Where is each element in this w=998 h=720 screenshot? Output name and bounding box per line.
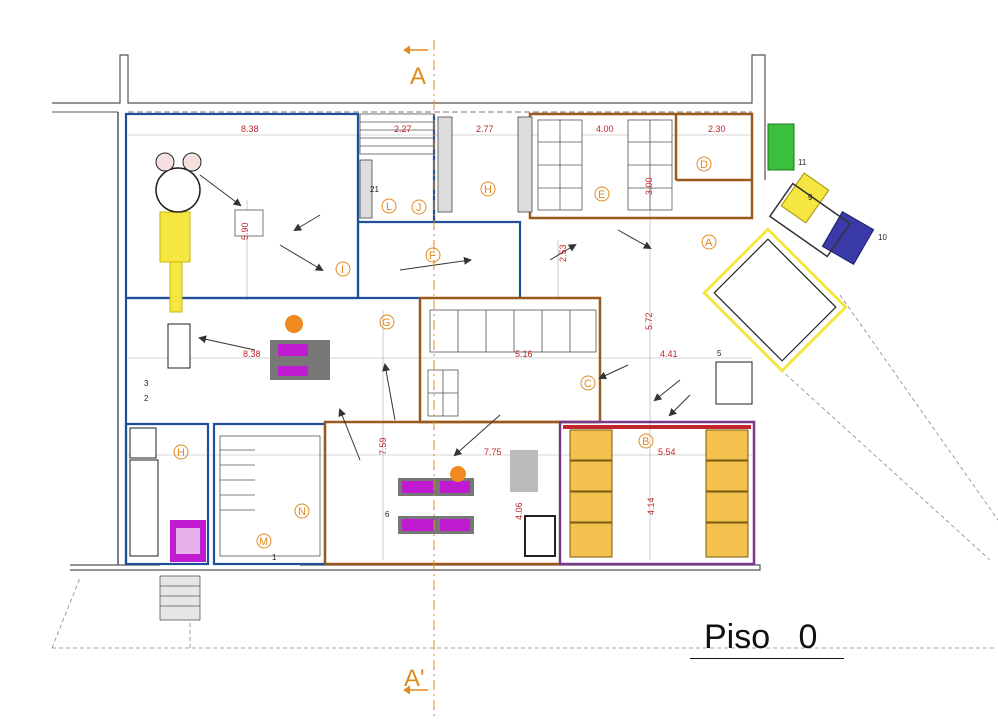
flow-arrows	[198, 174, 691, 461]
stairs	[159, 113, 435, 621]
dimension-label: 7.75	[484, 447, 502, 457]
dimension-labels: 8.38 2.27 2.77 4.00 2.30 5.90 3.00 2.53 …	[240, 124, 726, 520]
dimension-label: 4.06	[514, 502, 524, 520]
equipment-number: 3	[144, 379, 149, 388]
equipment-number: 6	[385, 510, 390, 519]
zone-label-d: D	[700, 159, 708, 171]
dimension-label: 4.41	[660, 349, 678, 359]
dimension-label: 2.77	[476, 124, 494, 134]
zone-label-n: N	[298, 506, 306, 518]
zone-label-b: B	[642, 436, 649, 448]
pallet-racks	[569, 429, 749, 558]
equipment-number: 2	[144, 394, 149, 403]
floor-title: Piso 0	[704, 618, 817, 657]
dimension-label: 5.16	[515, 349, 533, 359]
zone-label-a: A	[705, 237, 713, 249]
dimension-label: 7.59	[378, 437, 388, 455]
equipment-number: 1	[272, 553, 277, 562]
green-unit	[767, 123, 795, 171]
dimension-label: 3.00	[644, 177, 654, 195]
equipment-numbers: 1 2 3 5 6 9 10 11 21	[144, 158, 887, 562]
zone-label-e: E	[598, 189, 605, 201]
zone-label-h2: H	[177, 447, 185, 459]
zone-label-l: L	[386, 201, 392, 213]
workstations	[129, 315, 753, 562]
dimension-label: 5.72	[644, 312, 654, 330]
floor-title-label: Piso	[704, 618, 771, 656]
dimension-label: 5.54	[658, 447, 676, 457]
wall-racks	[359, 116, 533, 219]
equipment-number: 9	[808, 193, 813, 202]
dimension-label: 8.38	[241, 124, 259, 134]
equipment-number: 21	[370, 185, 379, 194]
floor-number: 0	[798, 618, 818, 656]
equipment-number: 11	[798, 158, 807, 167]
zone-label-c: C	[584, 378, 592, 390]
cold-room	[558, 420, 756, 566]
blue-unit	[821, 210, 875, 266]
yellow-machine	[155, 152, 202, 313]
section-line	[403, 40, 435, 720]
dimension-label: 5.90	[240, 222, 250, 240]
section-mark-bottom: A'	[404, 665, 425, 692]
dark-frame	[768, 182, 852, 258]
yellow-unit	[780, 172, 830, 224]
zone-label-j: J	[416, 202, 422, 214]
zone-label-h: H	[484, 184, 492, 196]
title-underline	[690, 658, 844, 659]
dimension-label: 2.53	[558, 244, 568, 262]
dimension-label: 4.14	[646, 497, 656, 515]
dimension-label: 4.00	[596, 124, 614, 134]
crate-stacks	[234, 119, 673, 417]
dimension-label: 2.27	[394, 124, 412, 134]
zone-label-g: G	[382, 317, 391, 329]
zone-label-m: M	[259, 536, 268, 548]
dimension-label: 2.30	[708, 124, 726, 134]
rotated-conveyor	[702, 227, 848, 373]
equipment-number: 10	[878, 233, 887, 242]
zone-labels: A B C D E F G H I J L M N H	[173, 156, 717, 549]
equipment-number: 5	[717, 349, 722, 358]
dimension-label: 8.38	[243, 349, 261, 359]
zone-label-f: F	[429, 250, 436, 262]
zone-label-i: I	[341, 264, 344, 276]
section-mark-top: A	[410, 63, 426, 90]
